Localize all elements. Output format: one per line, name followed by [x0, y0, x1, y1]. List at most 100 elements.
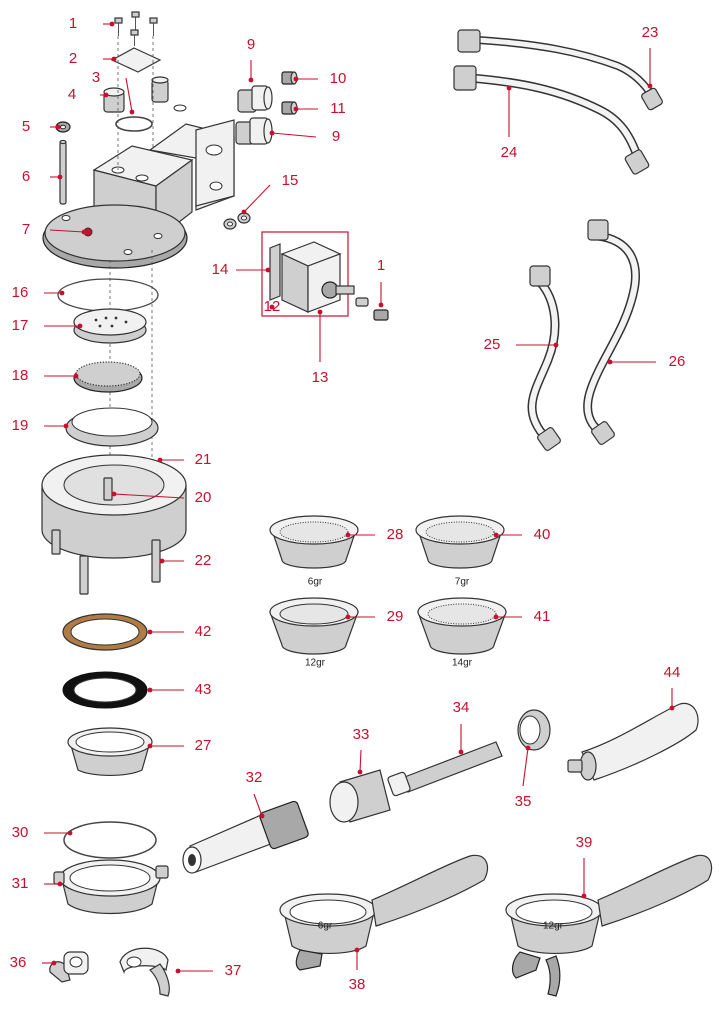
part-cover-plate [110, 47, 162, 73]
callout-leader-c30 [44, 830, 73, 836]
part-nut-5 [55, 121, 71, 133]
part-ring-35 [517, 709, 551, 751]
callout-leader-c4 [100, 92, 109, 98]
part-head-flange [42, 204, 188, 269]
part-spring-30 [63, 821, 157, 859]
callout-number-c35: 35 [515, 793, 532, 810]
callout-number-c41: 41 [534, 608, 551, 625]
callout-number-c23: 23 [642, 24, 659, 41]
callout-leader-c43 [147, 687, 184, 693]
basket-label-g6pf: 6gr [318, 921, 333, 932]
callout-number-c40: 40 [534, 526, 551, 543]
callout-leader-c39 [581, 858, 587, 899]
part-pipe-24 [453, 65, 650, 175]
callout-leader-c36 [42, 960, 57, 966]
callout-leader-c5 [50, 124, 61, 130]
callout-number-c31: 31 [12, 875, 29, 892]
part-pipe-26 [583, 219, 640, 445]
callout-number-c36: 36 [10, 954, 27, 971]
callout-number-c11: 11 [330, 100, 346, 117]
callout-leader-c32 [253, 793, 265, 819]
callout-number-c26: 26 [669, 353, 686, 370]
part-basket-40 [415, 515, 505, 569]
callout-leader-c22 [159, 558, 184, 564]
callout-leader-c16 [44, 290, 65, 296]
callout-leader-c27 [147, 743, 184, 749]
callout-number-c9a: 9 [247, 36, 255, 53]
callout-leader-c41 [493, 614, 522, 620]
callout-leader-c26 [607, 359, 656, 365]
callout-number-c2: 2 [69, 50, 77, 67]
callout-leader-c33 [357, 749, 363, 775]
callout-number-c20: 20 [195, 489, 212, 506]
callout-leader-c10 [293, 76, 318, 82]
callout-number-c33: 33 [353, 726, 370, 743]
callout-number-c27: 27 [195, 737, 212, 754]
callout-number-c5: 5 [22, 118, 30, 135]
callout-leader-c9a [248, 60, 254, 83]
callout-number-c29: 29 [387, 608, 404, 625]
basket-label-g7: 7gr [455, 577, 470, 588]
callout-labels: 1234567910119151412131161718192120222324… [10, 15, 686, 993]
part-gasket-19 [65, 407, 159, 447]
part-spout-36 [49, 951, 89, 983]
callout-number-c22: 22 [195, 552, 212, 569]
part-portafilter-38 [279, 854, 489, 971]
callout-number-c39: 39 [576, 834, 593, 851]
part-gasket-43 [62, 671, 148, 709]
callout-leader-c17 [44, 323, 83, 329]
callout-leader-c19 [44, 423, 69, 429]
part-handle-32 [182, 800, 309, 874]
callout-leader-c25 [516, 342, 559, 348]
callout-leader-c1b [378, 282, 384, 308]
callout-leader-c3 [125, 77, 135, 115]
basket-label-g6: 6gr [308, 577, 323, 588]
callout-number-c1a: 1 [69, 15, 77, 32]
callout-number-c38: 38 [349, 976, 366, 993]
callout-number-c19: 19 [12, 417, 29, 434]
basket-label-g12pf: 12gr [543, 921, 564, 932]
callout-number-c9b: 9 [332, 128, 340, 145]
callout-number-c44: 44 [664, 664, 681, 681]
callout-leader-c29 [345, 614, 375, 620]
callout-number-c25: 25 [484, 336, 501, 353]
part-pin-6 [59, 139, 67, 205]
part-basket-29 [269, 597, 359, 655]
part-o-ring-3 [115, 116, 153, 132]
callout-leader-c42 [147, 629, 184, 635]
callout-number-c30: 30 [12, 824, 29, 841]
callout-leaders [42, 21, 675, 974]
part-diffuser-17 [73, 308, 147, 344]
callout-leader-c20 [111, 491, 185, 499]
part-screw-1-top [114, 11, 158, 46]
callout-number-c17: 17 [12, 317, 29, 334]
part-solenoid-valve [261, 231, 355, 317]
callout-number-c42: 42 [195, 623, 212, 640]
callout-number-c10: 10 [330, 70, 347, 87]
part-washers-15 [223, 212, 251, 230]
callout-leader-c28 [345, 532, 375, 538]
callout-number-c24: 24 [501, 144, 518, 161]
callout-leader-c38 [354, 947, 360, 970]
callout-leader-c35 [522, 745, 531, 787]
callout-leader-c15 [241, 184, 271, 215]
callout-number-c7: 7 [22, 221, 30, 238]
part-screws-13 [355, 297, 389, 321]
callout-number-c28: 28 [387, 526, 404, 543]
callout-number-c18: 18 [12, 367, 29, 384]
part-pipe-25 [527, 265, 561, 451]
basket-label-g14: 14gr [452, 658, 473, 669]
callout-leader-c31 [44, 881, 63, 887]
part-basket-27 [67, 727, 153, 777]
part-spout-37 [119, 947, 170, 997]
callout-number-c21: 21 [195, 451, 212, 468]
part-basket-41 [417, 597, 507, 655]
callout-leader-c1a [103, 21, 115, 27]
part-fitting-9-top [237, 85, 273, 113]
callout-leader-c9b [269, 130, 317, 138]
callout-leader-c44 [669, 688, 675, 711]
part-cap-33 [329, 769, 391, 823]
callout-leader-c37 [175, 968, 213, 974]
